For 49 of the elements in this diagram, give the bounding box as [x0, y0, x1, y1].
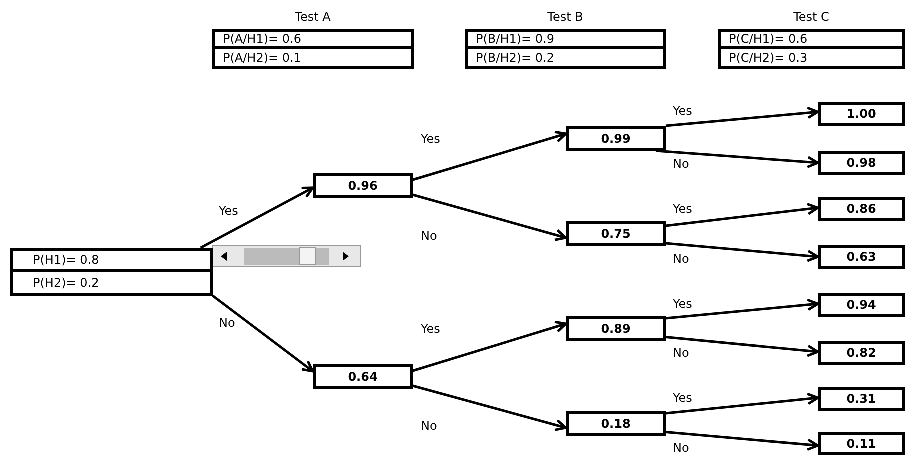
probability-box: 0.98 — [818, 151, 905, 175]
edge-label: No — [420, 229, 438, 243]
edge-label: Yes — [672, 104, 694, 118]
arrow — [666, 242, 820, 262]
probability-box: 0.75 — [566, 221, 666, 246]
probability-cell: P(A/H2)= 0.1 — [212, 46, 414, 69]
probability-box: 0.64 — [313, 364, 413, 389]
probability-cell: P(H2)= 0.2 — [10, 269, 213, 296]
probability-box: 0.11 — [818, 432, 905, 455]
arrow — [656, 150, 820, 168]
probability-box: 0.31 — [818, 387, 905, 411]
arrow — [200, 186, 314, 250]
edge-label: Yes — [672, 202, 694, 216]
probability-box: 1.00 — [818, 102, 905, 126]
arrow — [666, 106, 820, 128]
arrow — [412, 194, 568, 242]
column-heading: Test C — [792, 10, 830, 24]
probability-box: 0.18 — [566, 411, 666, 436]
column-heading: Test B — [546, 10, 584, 24]
edge-label: Yes — [420, 322, 442, 336]
probability-cell: P(C/H2)= 0.3 — [718, 46, 905, 69]
probability-cell: P(B/H2)= 0.2 — [465, 46, 666, 69]
edge-label: Yes — [420, 132, 442, 146]
probability-box: 0.82 — [818, 341, 905, 365]
edge-label: No — [672, 346, 690, 360]
edge-label: No — [420, 419, 438, 433]
arrow — [666, 298, 820, 320]
edge-label: Yes — [672, 297, 694, 311]
arrow — [412, 384, 568, 432]
edge-label: Yes — [672, 391, 694, 405]
edge-label: Yes — [218, 204, 240, 218]
probability-box: 0.99 — [566, 126, 666, 151]
arrow — [666, 392, 820, 415]
arrow — [666, 336, 820, 358]
edge-label: No — [672, 252, 690, 266]
arrow — [412, 320, 568, 372]
arrow — [666, 203, 820, 228]
edge-label: No — [672, 157, 690, 171]
probability-box: 0.89 — [566, 316, 666, 341]
probability-box: 0.63 — [818, 245, 905, 269]
probability-box: 0.86 — [818, 197, 905, 221]
arrow — [666, 431, 820, 452]
probability-box: 0.94 — [818, 293, 905, 317]
edge-label: No — [218, 316, 236, 330]
arrow — [412, 130, 568, 182]
edge-label: No — [672, 441, 690, 455]
column-heading: Test A — [294, 10, 332, 24]
arrow — [212, 295, 314, 373]
probability-box: 0.96 — [313, 173, 413, 198]
